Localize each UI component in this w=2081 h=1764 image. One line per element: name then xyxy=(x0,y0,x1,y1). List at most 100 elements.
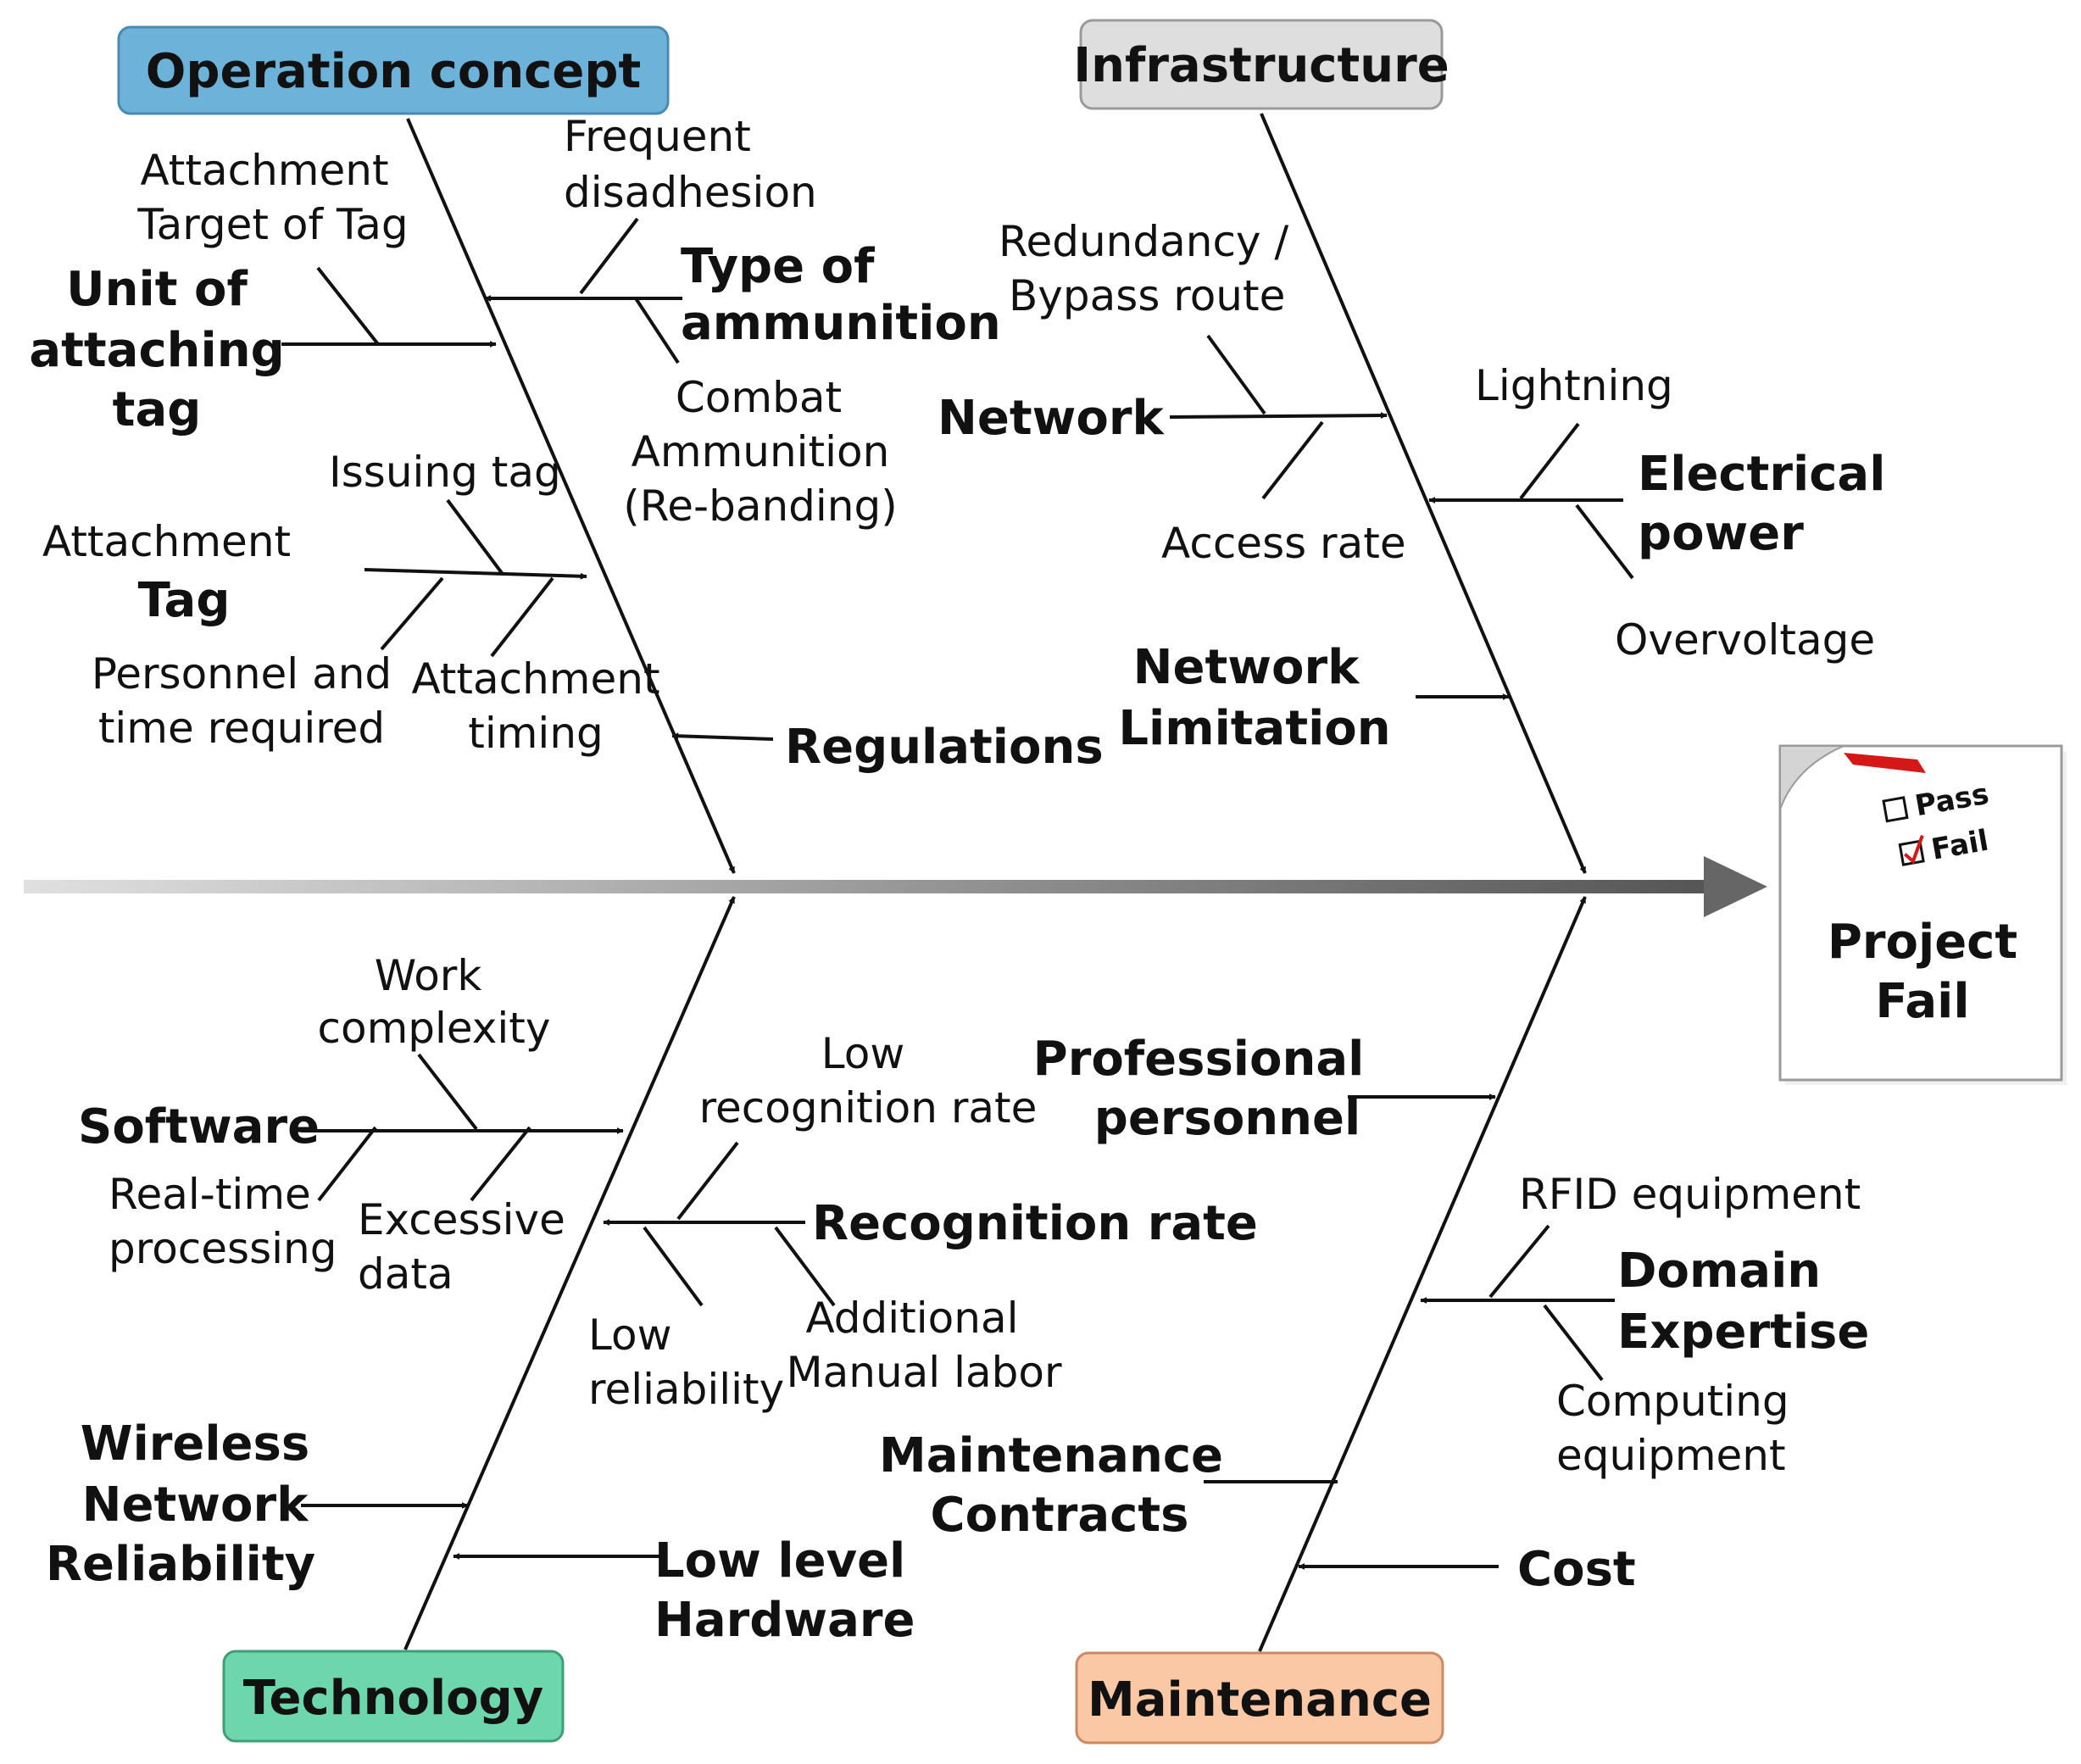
sub-excessive-1: Excessive xyxy=(358,1195,565,1244)
spine-arrowhead xyxy=(1704,856,1767,917)
bone-infrastructure xyxy=(1260,113,1587,874)
sub-computing-1: Computing xyxy=(1556,1377,1789,1426)
cause-low-hw-2: Hardware xyxy=(654,1593,915,1648)
sub-redundancy-2: Bypass route xyxy=(1009,271,1285,320)
effect-label-2: Fail xyxy=(1875,974,1969,1029)
sub-line-attach-target xyxy=(316,266,380,346)
cause-wireless-2: Network xyxy=(82,1477,309,1533)
sub-low-recog-2: recognition rate xyxy=(699,1083,1038,1132)
sub-overvoltage: Overvoltage xyxy=(1615,615,1875,665)
pen-icon xyxy=(1844,753,1926,773)
cause-low-hw-1: Low level xyxy=(654,1533,905,1589)
sub-attach-target-2: Target of Tag xyxy=(136,200,408,249)
sub-realtime-2: processing xyxy=(109,1224,337,1273)
sub-line-rfid xyxy=(1488,1224,1550,1299)
sub-line-lightning xyxy=(1519,422,1580,500)
sub-line-computing xyxy=(1543,1304,1604,1382)
cause-maint-contracts-2: Contracts xyxy=(931,1488,1189,1543)
sub-attach-timing-2: timing xyxy=(468,709,604,758)
cause-electrical-1: Electrical xyxy=(1638,447,1885,502)
sub-personnel-2: time required xyxy=(98,704,385,753)
sub-line-frequent xyxy=(579,217,639,295)
cause-unit-tag-2: attaching xyxy=(29,323,284,378)
cause-tag-2: Tag xyxy=(138,573,231,628)
sub-computing-2: equipment xyxy=(1556,1431,1786,1480)
cause-type-ammo-2: ammunition xyxy=(681,296,1001,351)
red-check-icon xyxy=(1903,835,1924,865)
effect-label-1: Project xyxy=(1828,915,2017,970)
effect-card: Pass Fail Project Fail xyxy=(1778,744,2067,1085)
sub-realtime-1: Real-time xyxy=(109,1170,311,1219)
category-operation-concept: Operation concept xyxy=(117,25,670,115)
sub-line-excessive xyxy=(470,1126,531,1202)
cause-regulations: Regulations xyxy=(785,720,1104,775)
cause-network: Network xyxy=(938,391,1165,446)
cause-type-ammo-1: Type of xyxy=(681,239,875,294)
sub-line-combat xyxy=(634,297,680,364)
sub-rfid: RFID equipment xyxy=(1519,1170,1861,1219)
category-maintenance-label: Maintenance xyxy=(1088,1672,1432,1728)
cause-tag-1: Attachment xyxy=(42,517,291,566)
spine xyxy=(24,880,1711,893)
sub-access-rate: Access rate xyxy=(1161,519,1406,568)
sub-issuing: Issuing tag xyxy=(329,448,561,497)
sub-additional-2: Manual labor xyxy=(787,1348,1062,1397)
sub-lightning: Lightning xyxy=(1475,361,1673,410)
category-technology: Technology xyxy=(222,1650,565,1743)
sub-combat-1: Combat xyxy=(676,373,842,422)
sub-low-recog-1: Low xyxy=(821,1029,904,1078)
sub-line-overvoltage xyxy=(1575,504,1634,580)
sub-line-low-rel xyxy=(643,1226,704,1307)
sub-low-rel-2: reliability xyxy=(588,1365,784,1414)
sub-personnel-1: Personnel and xyxy=(92,649,392,698)
cause-domain-2: Expertise xyxy=(1617,1305,1869,1360)
cause-professional-1: Professional xyxy=(1033,1032,1365,1087)
sub-work-complexity-2: complexity xyxy=(318,1004,551,1053)
category-technology-label: Technology xyxy=(243,1671,543,1726)
arrow-network xyxy=(1169,412,1388,420)
sub-line-personnel xyxy=(380,576,444,651)
sub-additional-1: Additional xyxy=(805,1294,1018,1343)
cause-maint-contracts-1: Maintenance xyxy=(879,1428,1223,1483)
page-curl xyxy=(1779,745,1845,810)
sub-redundancy-1: Redundancy / xyxy=(999,217,1288,266)
sub-line-redundancy xyxy=(1206,334,1266,415)
sub-line-additional xyxy=(774,1226,836,1307)
bone-maintenance xyxy=(1258,896,1587,1652)
category-maintenance: Maintenance xyxy=(1075,1651,1444,1745)
sub-frequent-2: disadhesion xyxy=(564,168,817,217)
sub-line-access-rate xyxy=(1261,420,1324,500)
pass-checkbox-icon xyxy=(1882,796,1909,823)
cause-professional-2: personnel xyxy=(1094,1091,1360,1146)
cause-wireless-1: Wireless xyxy=(81,1416,309,1472)
cause-software: Software xyxy=(78,1099,320,1155)
bone-operation xyxy=(406,118,736,874)
cause-unit-tag-3: tag xyxy=(113,382,202,437)
sub-work-complexity-1: Work xyxy=(375,951,482,1000)
category-infrastructure-label: Infrastructure xyxy=(1073,38,1449,93)
sub-low-rel-1: Low xyxy=(588,1310,671,1360)
sub-line-issuing xyxy=(446,498,504,575)
sub-line-work-complexity xyxy=(417,1053,478,1131)
cause-wireless-3: Reliability xyxy=(46,1537,315,1592)
bone-technology xyxy=(403,896,736,1650)
sub-line-low-recog xyxy=(676,1141,739,1221)
category-operation-label: Operation concept xyxy=(146,44,641,99)
sub-frequent-1: Frequent xyxy=(564,112,751,161)
cause-electrical-2: power xyxy=(1638,506,1804,561)
category-infrastructure: Infrastructure xyxy=(1073,19,1449,110)
cause-unit-tag-1: Unit of xyxy=(66,262,248,317)
sub-combat-2: Ammunition xyxy=(632,427,890,476)
cause-network-limitation-2: Limitation xyxy=(1118,701,1390,756)
sub-combat-3: (Re-banding) xyxy=(623,481,897,531)
sub-attach-target-1: Attachment xyxy=(140,146,388,195)
cause-recognition: Recognition rate xyxy=(812,1196,1258,1251)
arrow-regulations xyxy=(671,732,774,741)
sub-line-attach-timing xyxy=(490,576,554,658)
arrow-tag xyxy=(364,568,587,580)
cause-network-limitation-1: Network xyxy=(1133,640,1360,695)
cause-cost: Cost xyxy=(1517,1542,1636,1597)
sub-excessive-2: data xyxy=(358,1249,453,1299)
